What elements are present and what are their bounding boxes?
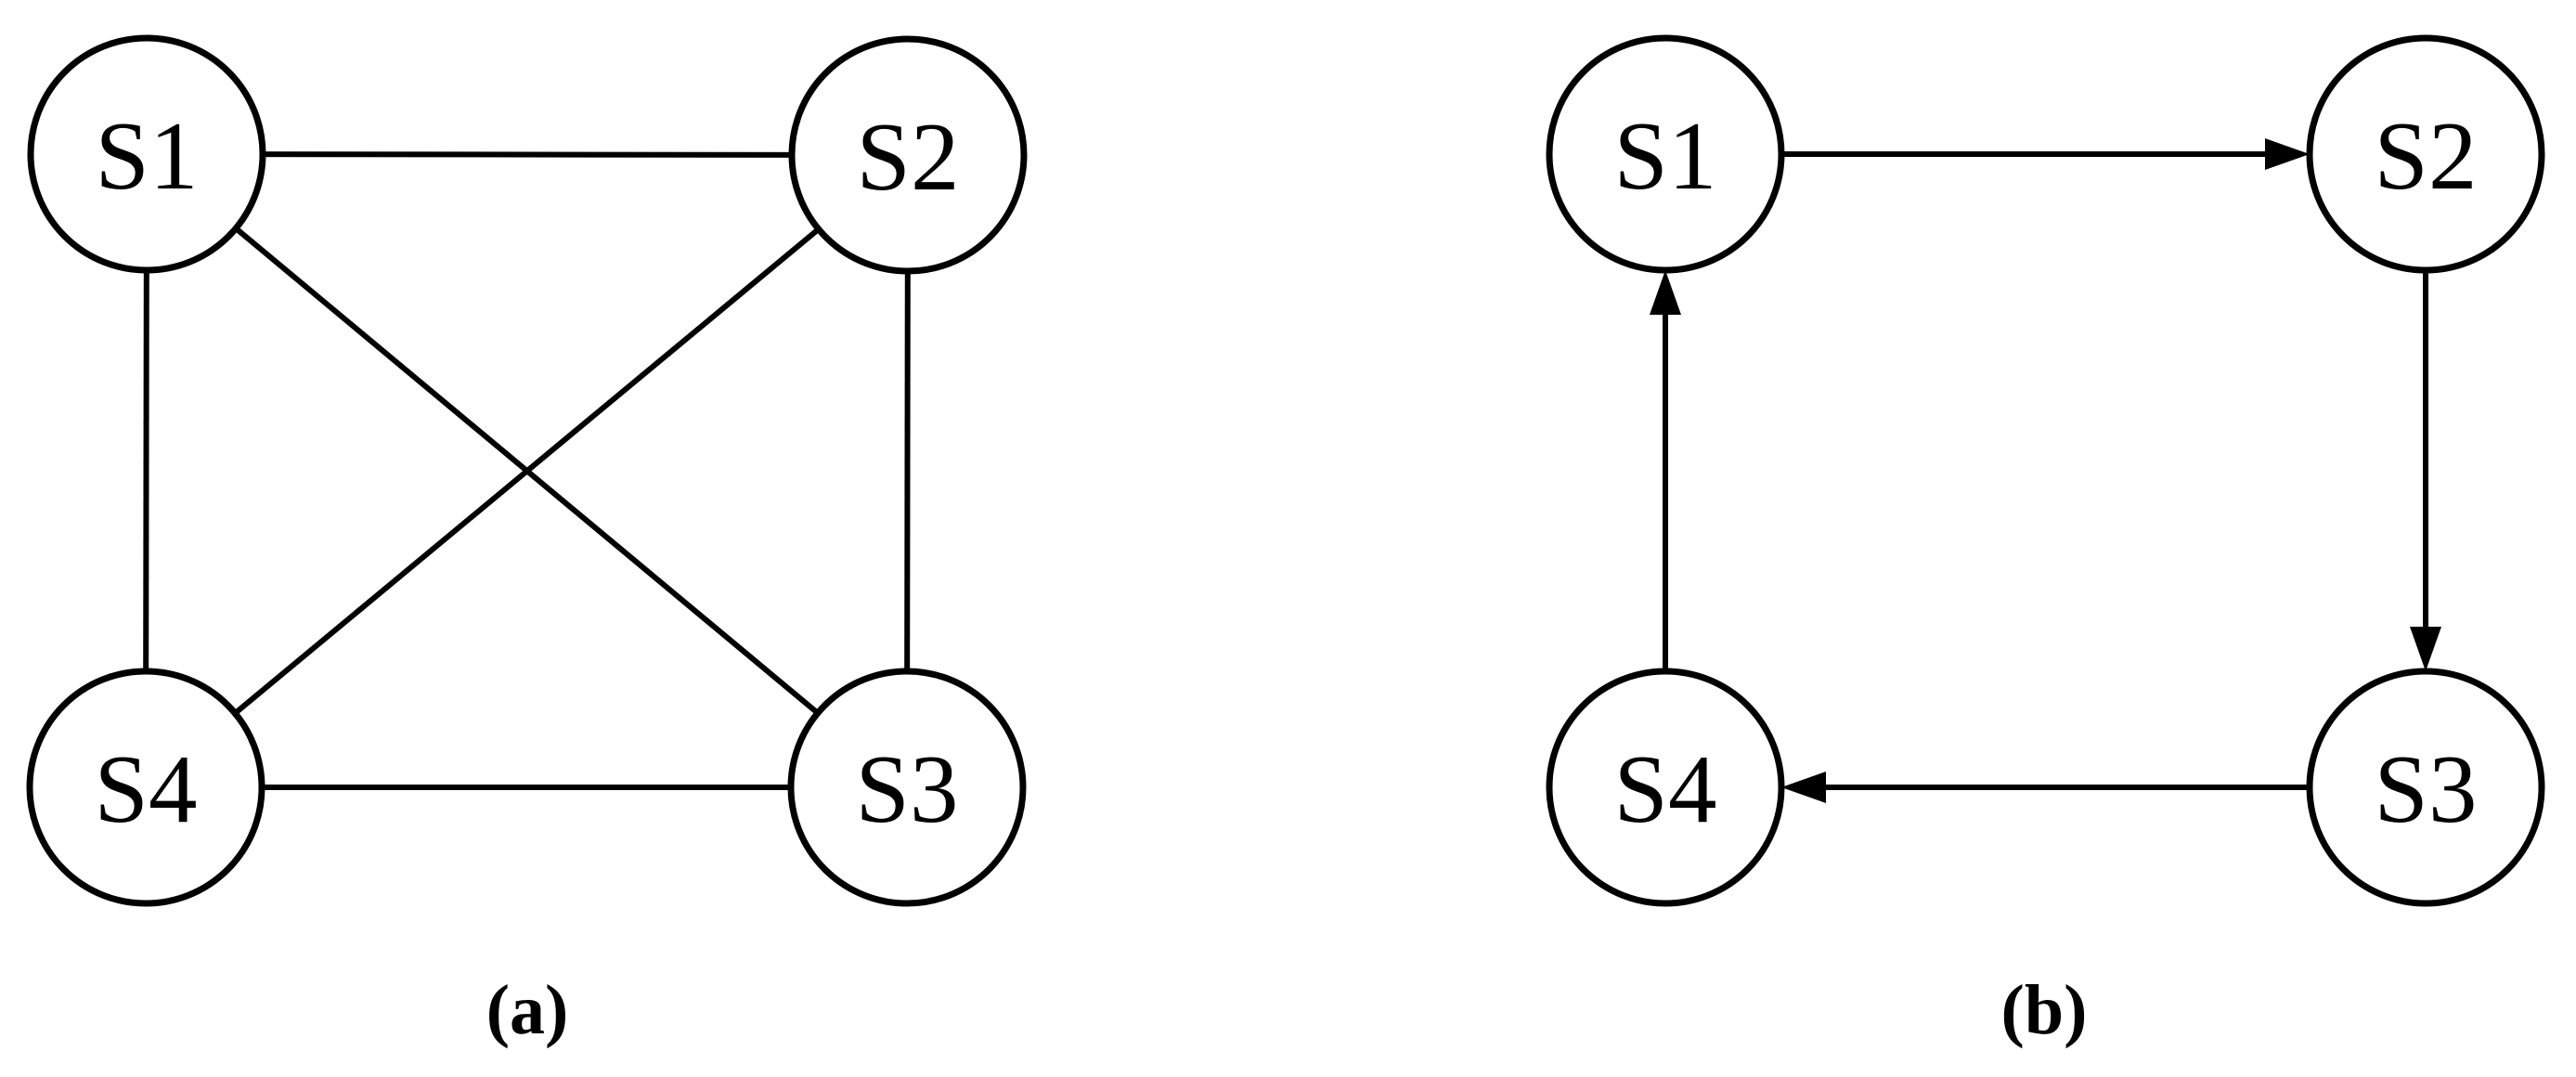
graph-node-b-s3	[2306, 668, 2545, 907]
graph-node-b-s4	[1546, 668, 1785, 907]
node-label-a-s4: S4	[95, 734, 198, 843]
graph-node-a-s1	[27, 34, 266, 274]
arrowhead-icon-s4-s1	[1650, 270, 1681, 315]
graph-node-a-s2	[788, 35, 1028, 275]
arrowhead-icon-s3-s4	[1781, 772, 1826, 803]
graph-node-b-s2	[2306, 34, 2545, 274]
node-label-a-s2: S2	[857, 102, 960, 211]
graph-node-a-s3	[787, 668, 1027, 907]
node-label-a-s3: S3	[856, 734, 959, 843]
graph-node-a-s4	[26, 668, 265, 907]
graph-edge-s2-s4	[144, 152, 910, 790]
caption-a: (a)	[486, 971, 569, 1049]
caption-b: (b)	[2001, 971, 2088, 1049]
node-label-b-s1: S1	[1614, 101, 1717, 210]
arrowhead-icon-s2-s3	[2410, 627, 2441, 671]
node-label-b-s4: S4	[1614, 734, 1717, 843]
arrowhead-icon-s1-s2	[2265, 138, 2310, 170]
node-label-b-s2: S2	[2375, 101, 2478, 210]
graph-edge-s1-s2	[146, 151, 909, 158]
node-label-b-s3: S3	[2375, 734, 2478, 843]
node-label-a-s1: S1	[96, 101, 199, 210]
graph-node-b-s1	[1546, 34, 1785, 274]
